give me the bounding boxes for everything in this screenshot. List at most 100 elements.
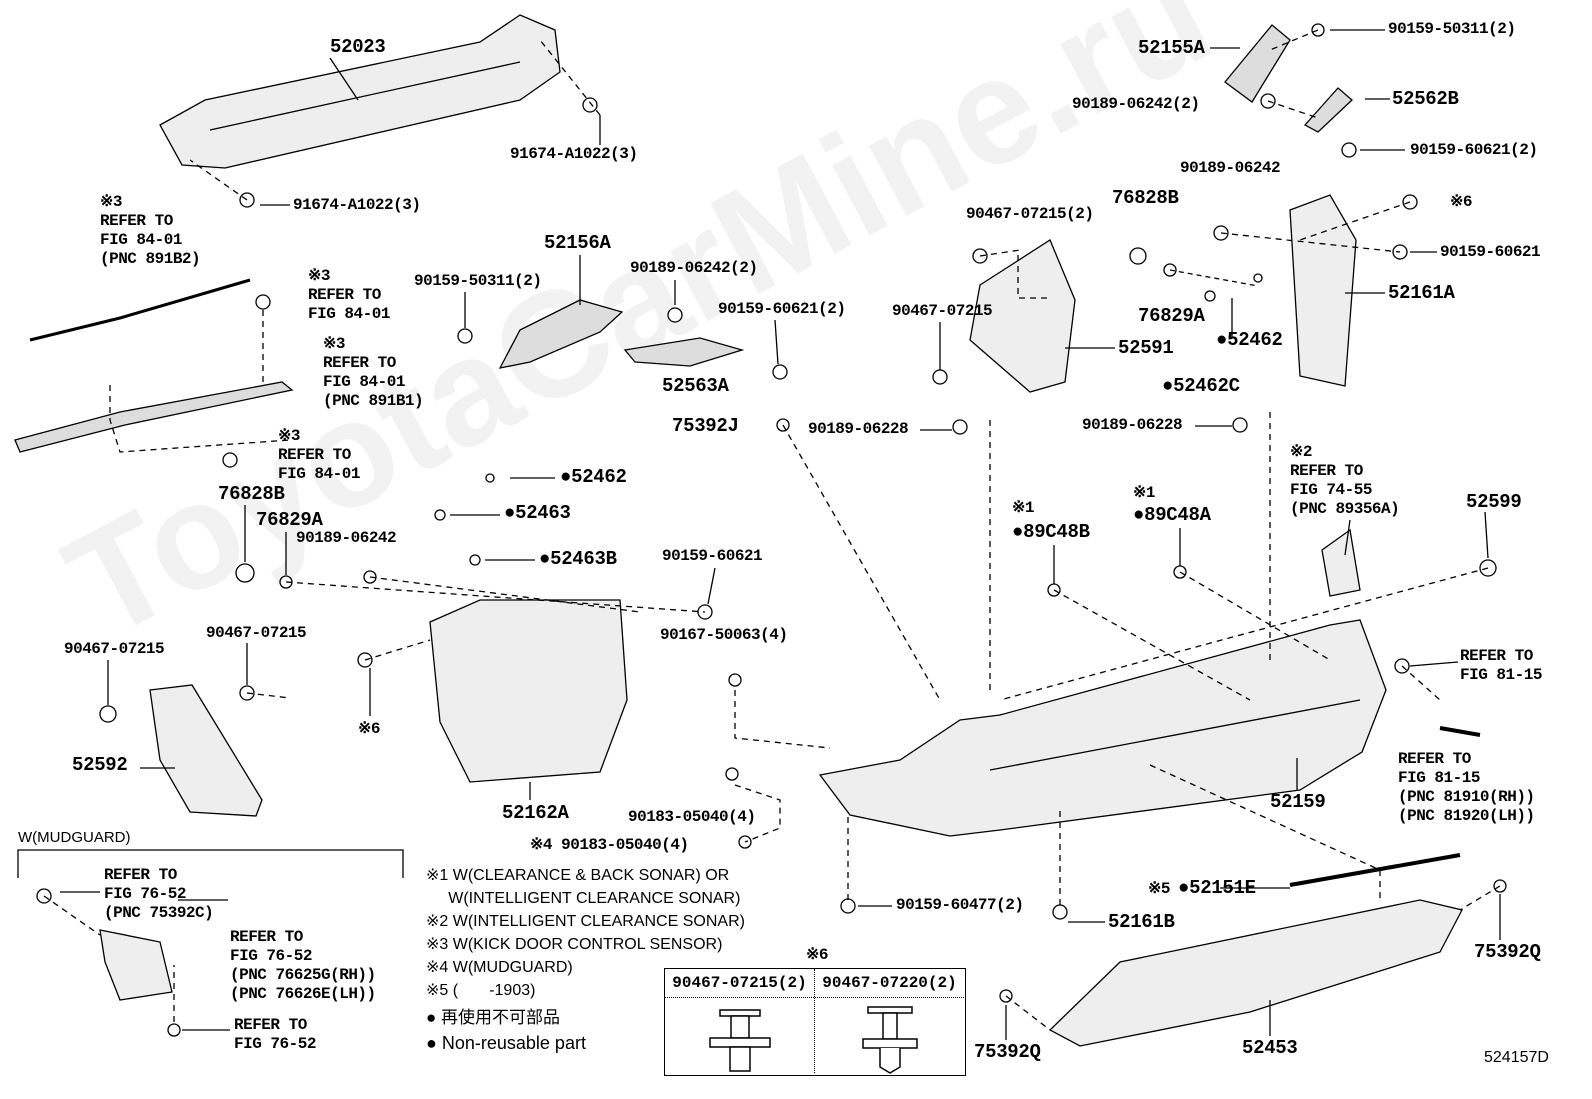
note-line: ● Non-reusable part [426, 1033, 586, 1053]
clip-table: 90467-07215(2) 90467-07220(2) [664, 968, 966, 1076]
reference-76625G: REFER TO FIG 76-52 (PNC 76625G(RH)) (PNC… [230, 928, 376, 1003]
note-line: ※2 W(INTELLIGENT CLEARANCE SONAR) [426, 913, 745, 930]
mudguard [99, 929, 173, 1001]
clip-table-header: 90467-07220(2) [815, 969, 964, 998]
callout-52161B: 52161B [1108, 911, 1175, 933]
callout-52563A: 52563A [662, 375, 729, 397]
fastener-label: 90159-60477(2) [896, 896, 1024, 914]
fastener-label: 90183-05040(4) [628, 808, 756, 826]
callout-75392J: 75392J [672, 415, 739, 437]
callout-52156A: 52156A [544, 232, 611, 254]
part-52562B-bracket [1303, 87, 1353, 133]
reference-fig-84-01: ※3 REFER TO FIG 84-01 [308, 267, 390, 323]
fastener-label: 90467-07215 [206, 624, 307, 642]
diagram-id: 524157D [1484, 1049, 1549, 1066]
part-52161A-bracket [1289, 194, 1357, 387]
note-marker: ※1 [1133, 484, 1156, 502]
dashed-assembly-lines [43, 29, 1501, 1031]
fastener-label: 90167-50063(4) [660, 626, 788, 644]
fastener-label: ※4 90183-05040(4) [530, 836, 689, 854]
note-marker: ※1 [1012, 499, 1035, 517]
note-line: ※3 W(KICK DOOR CONTROL SENSOR) [426, 936, 723, 953]
clip-90467-07215-icon [709, 1009, 771, 1072]
callout-52453: 52453 [1242, 1037, 1298, 1059]
reference-fig-84-01: ※3 REFER TO FIG 84-01 [278, 427, 360, 483]
callout-89C48A: ●89C48A [1133, 504, 1211, 526]
callout-52463B: ●52463B [539, 548, 617, 570]
callout-76829A-left: 76829A [256, 509, 323, 531]
note-line: W(INTELLIGENT CLEARANCE SONAR) [426, 890, 741, 907]
fastener-label: 90189-06242 [296, 529, 397, 547]
fastener-label: 90189-06242(2) [630, 259, 758, 277]
table-divider [814, 969, 815, 1073]
clip-table-header: 90467-07215(2) [665, 969, 814, 998]
callout-76828B: 76828B [1112, 187, 1179, 209]
wire-891B2 [29, 278, 251, 342]
fastener-label: 90189-06242(2) [1072, 95, 1200, 113]
callout-89C48B: ●89C48B [1012, 521, 1090, 543]
fastener-label: 90467-07215 [64, 640, 165, 658]
leader-lines [60, 29, 1501, 1040]
note-line: ● 再使用不可部品 [426, 1008, 560, 1027]
callout-52462: ●52462 [1216, 329, 1283, 351]
reference-891B1: ※3 REFER TO FIG 84-01 (PNC 891B1) [323, 335, 424, 410]
callout-75392Q-left: 75392Q [974, 1041, 1041, 1063]
fastener-label: 90189-06242 [1180, 159, 1281, 177]
fastener-label: 90189-06228 [808, 420, 909, 438]
part-52563A-bracket [623, 337, 745, 367]
mudguard-box-label: W(MUDGUARD) [18, 829, 131, 846]
callout-52592: 52592 [72, 754, 128, 776]
fastener-label: 90467-07215 [892, 302, 993, 320]
part-52599-cover [1321, 528, 1361, 597]
fastener-label: 90159-60621 [1440, 243, 1541, 261]
clip-90467-07220-icon [862, 1006, 918, 1074]
note-marker: ※6 [1450, 193, 1473, 211]
part-52159-bumper-cover [818, 619, 1387, 837]
mudguard-box [17, 849, 404, 878]
reference-fig-76-52: REFER TO FIG 76-52 [234, 1016, 316, 1053]
part-52162A-cover [429, 599, 628, 783]
callout-52023: 52023 [330, 36, 386, 58]
note-marker: ※5 [1148, 880, 1171, 898]
callout-52159: 52159 [1270, 791, 1326, 813]
fastener-label: 91674-A1022(3) [293, 196, 421, 214]
sensor-891B1 [14, 381, 294, 453]
fastener-label: 90467-07215(2) [966, 205, 1094, 223]
clip-illustrations [709, 1006, 918, 1074]
reference-fig-81-15: REFER TO FIG 81-15 [1460, 647, 1542, 684]
callout-52462-left: ●52462 [560, 466, 627, 488]
reference-75392C: REFER TO FIG 76-52 (PNC 75392C) [104, 866, 214, 922]
callout-76828B-left: 76828B [218, 483, 285, 505]
callout-52162A: 52162A [502, 802, 569, 824]
callout-52463: ●52463 [504, 502, 571, 524]
part-52156A-bracket [498, 299, 624, 369]
fastener-label: 91674-A1022(3) [510, 145, 638, 163]
note-line: ※1 W(CLEARANCE & BACK SONAR) OR [426, 867, 730, 884]
reference-89356A: ※2 REFER TO FIG 74-55 (PNC 89356A) [1290, 443, 1400, 518]
callout-52591: 52591 [1118, 337, 1174, 359]
reference-81910: REFER TO FIG 81-15 (PNC 81910(RH)) (PNC … [1398, 750, 1535, 825]
note-line: ※4 W(MUDGUARD) [426, 959, 573, 976]
note-marker: ※6 [806, 946, 829, 964]
fastener-label: 90189-06228 [1082, 416, 1183, 434]
callout-76829A: 76829A [1138, 305, 1205, 327]
callout-75392Q-right: 75392Q [1474, 941, 1541, 963]
callout-52151E: ●52151E [1178, 877, 1256, 899]
fastener-label: 90159-60621(2) [1410, 141, 1538, 159]
note-marker: ※6 [358, 720, 381, 738]
callout-52599: 52599 [1466, 491, 1522, 513]
part-52155A-bracket [1224, 24, 1291, 103]
fastener-label: 90159-50311(2) [1388, 20, 1516, 38]
part-52591-retainer [969, 239, 1076, 393]
callout-52155A: 52155A [1138, 37, 1205, 59]
fastener-label: 90159-50311(2) [414, 272, 542, 290]
callout-52562B: 52562B [1392, 88, 1459, 110]
part-52023-reinforcement [159, 14, 561, 169]
callout-52462C: ●52462C [1162, 375, 1240, 397]
note-line: ※5 ( -1903) [426, 982, 536, 999]
part-52592-retainer [149, 684, 263, 817]
part-52151E-moulding [1289, 853, 1461, 887]
fastener-label: 90159-60621 [662, 547, 763, 565]
